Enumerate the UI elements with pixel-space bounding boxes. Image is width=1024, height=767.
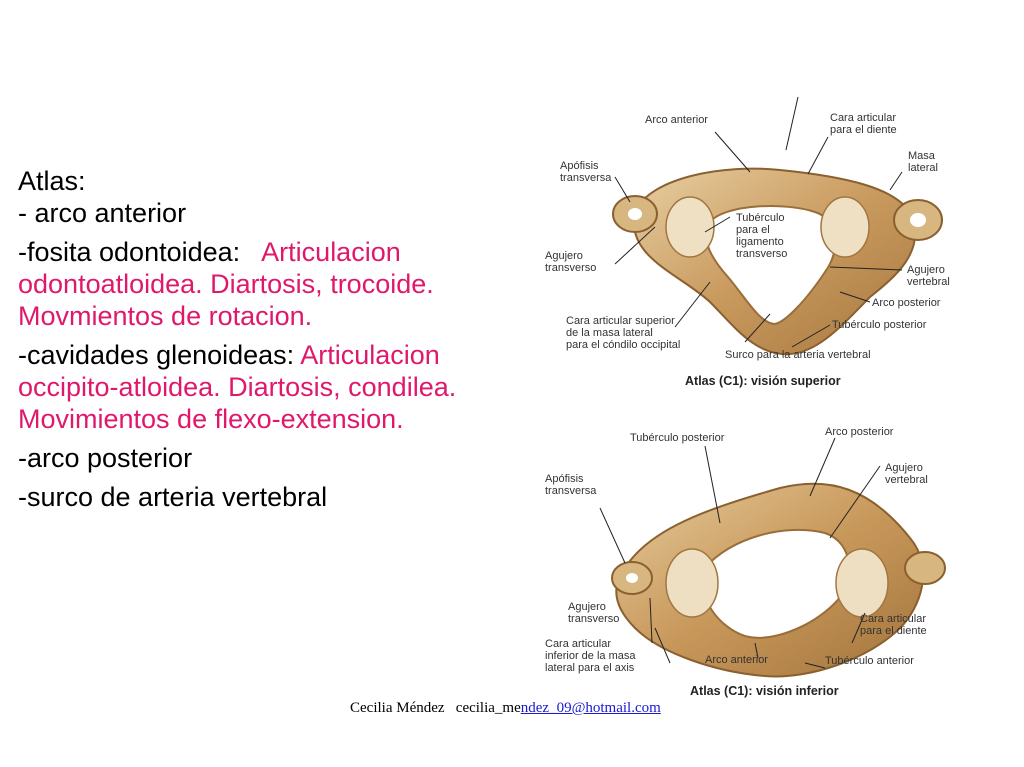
caption-superior: Atlas (C1): visión superior [685,374,841,388]
bullet-label: -cavidades glenoideas: [18,340,301,370]
bullet-surco-arteria: -surco de arteria vertebral [18,482,328,512]
slide-footer: Cecilia Méndez cecilia_mendez_09@hotmail… [350,700,661,717]
footer-author: Cecilia Méndez cecilia_me [350,700,521,716]
bullet-cavidades-glenoideas: -cavidades glenoideas: Articulacion occi… [18,339,538,435]
bullet-fosita-odontoidea: -fosita odontoidea: Articulacion odontoa… [18,236,538,332]
bullet-label: -fosita odontoidea: [18,237,262,267]
label-tuberculo-ligamento: Tubérculo para el ligamento transverso [736,212,788,260]
label-agujero-vertebral-inf: Agujero vertebral [885,462,928,486]
label-cara-articular-inferior: Cara articular inferior de la masa later… [545,638,636,674]
atlas-superior-figure: Arco anterior Cara articular para el die… [540,92,960,394]
bullet-detail: Articulacion occipito-atloidea. Diartosi… [18,340,457,434]
label-arco-posterior-inf: Arco posterior [825,426,894,438]
label-agujero-vertebral: Agujero vertebral [907,264,950,288]
label-masa-lateral: Masa lateral [908,150,938,174]
label-cara-articular-superior: Cara articular superior de la masa later… [566,315,681,351]
label-arco-anterior: Arco anterior [645,114,708,126]
label-surco-arteria: Surco para la arteria vertebral [725,349,871,361]
label-tuberculo-posterior: Tubérculo posterior [832,319,927,331]
slide-title: Atlas: [18,166,86,196]
atlas-inferior-illustration [599,437,946,678]
label-arco-anterior-inf: Arco anterior [705,654,768,666]
label-tuberculo-posterior-inf: Tubérculo posterior [630,432,725,444]
footer-email-link[interactable]: ndez_09@hotmail.com [520,700,661,716]
bullet-arco-anterior: - arco anterior [18,198,187,228]
label-agujero-transverso-inf: Agujero transverso [568,601,620,625]
bullet-detail: Articulacion odontoatloidea. Diartosis, … [18,237,434,331]
label-cara-articular-diente: Cara articular para el diente [830,112,897,136]
bullet-arco-posterior: -arco posterior [18,443,193,473]
label-tuberculo-anterior: Tubérculo anterior [825,655,914,667]
label-apofisis-transversa: Apófisis transversa [560,160,612,184]
caption-inferior: Atlas (C1): visión inferior [690,684,839,698]
label-agujero-transverso: Agujero transverso [545,250,597,274]
label-cara-articular-diente-inf: Cara articular para el diente [860,613,927,637]
atlas-superior-illustration [612,96,943,356]
atlas-inferior-figure: Tubérculo posterior Arco posterior Apófi… [540,418,960,705]
slide-text: Atlas: - arco anterior -fosita odontoide… [18,165,538,513]
label-arco-posterior: Arco posterior [872,297,941,309]
label-apofisis-transversa-inf: Apófisis transversa [545,473,597,497]
